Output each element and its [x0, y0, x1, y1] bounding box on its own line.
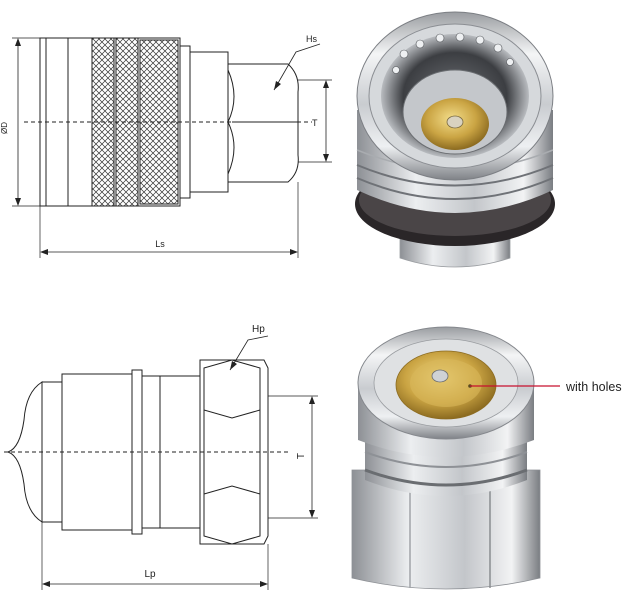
socket-hex: [227, 63, 299, 183]
plug-thread-label: T: [296, 453, 307, 459]
callout-label: with holes: [565, 380, 622, 394]
plug-drawing: [4, 335, 318, 590]
plug-front: [41, 381, 63, 523]
plug-length-label: Lp: [144, 569, 156, 580]
knurl-band-2: [115, 37, 139, 207]
socket-length-label: Ls: [155, 239, 165, 249]
socket-drawing: [12, 37, 332, 258]
plug-photo: [351, 326, 541, 590]
socket-diameter-label: ØD: [0, 122, 9, 134]
plug-hex-photo: [351, 469, 541, 590]
plug-hex: [199, 359, 269, 545]
socket-thread-label: T: [312, 118, 318, 128]
socket-locking-balls: [392, 32, 514, 74]
plug-hex-label: Hp: [252, 324, 265, 335]
socket-hex-label: Hs: [306, 34, 317, 44]
plug-nose: [6, 381, 43, 523]
socket-photo: [355, 11, 555, 268]
